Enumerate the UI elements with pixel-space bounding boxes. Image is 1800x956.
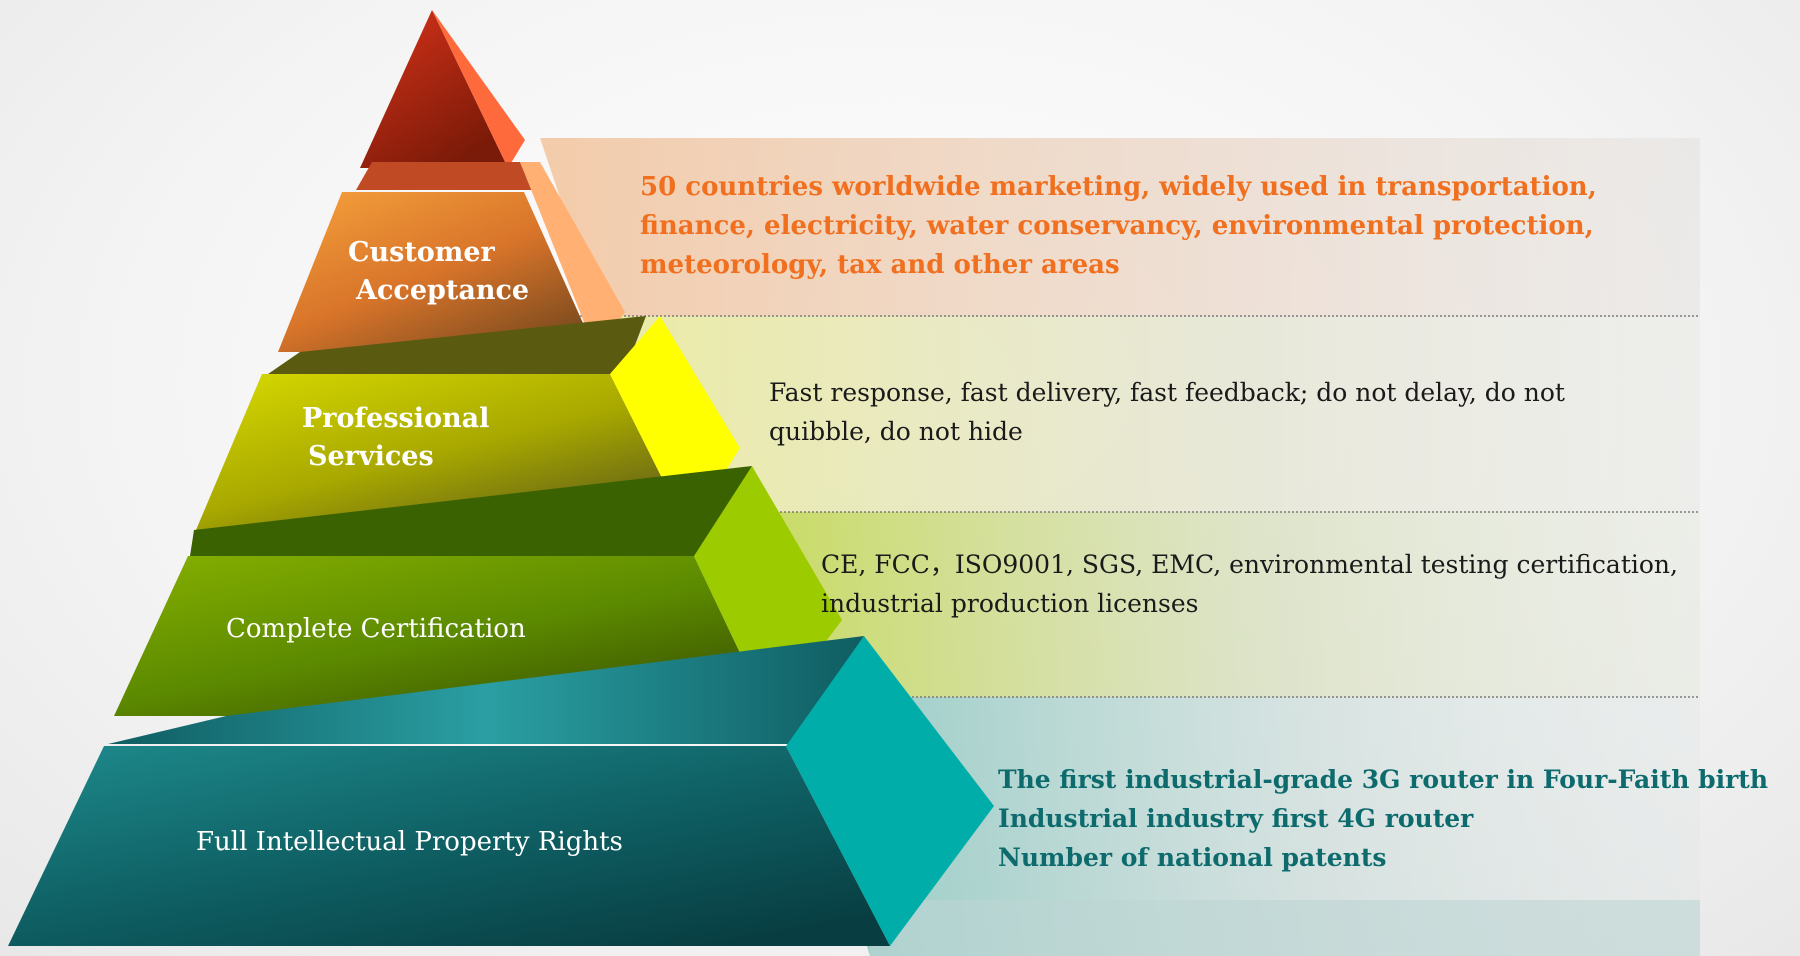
tier-customer-label-line2: Acceptance bbox=[356, 275, 530, 306]
bottom-right-band bbox=[870, 900, 1700, 956]
tier-ip-label-line1: Full Intellectual Property Rights bbox=[196, 827, 623, 857]
tier-customer-face bbox=[278, 192, 596, 352]
tier-customer-side bbox=[520, 162, 625, 352]
band-ip bbox=[790, 697, 1700, 956]
customer-description: 50 countries worldwide marketing, widely… bbox=[640, 168, 1597, 285]
tier-customer-label-line1: Customer bbox=[348, 237, 495, 268]
tier-certification-label: Complete Certification bbox=[226, 610, 526, 648]
tier-services-label: Professional Services bbox=[302, 400, 489, 476]
tier-customer-label: Customer Acceptance bbox=[348, 234, 529, 310]
ip-description-line: Number of national patents bbox=[998, 843, 1387, 872]
pyramid-cap-side bbox=[432, 10, 525, 168]
certification-description-line: industrial production licenses bbox=[821, 589, 1199, 618]
band-customer bbox=[540, 138, 1700, 316]
tier-ip-label: Full Intellectual Property Rights bbox=[196, 823, 623, 861]
tier-certification-ledge bbox=[190, 466, 752, 556]
services-description: Fast response, fast delivery, fast feedb… bbox=[769, 373, 1565, 451]
services-description-line: Fast response, fast delivery, fast feedb… bbox=[769, 378, 1565, 407]
certification-description: CE, FCC，ISO9001, SGS, EMC, environmental… bbox=[821, 545, 1678, 623]
band-services bbox=[600, 316, 1700, 512]
tier-services-label-line1: Professional bbox=[302, 403, 490, 434]
tier-ip-ledge bbox=[108, 636, 864, 744]
certification-description-line: CE, FCC，ISO9001, SGS, EMC, environmental… bbox=[821, 550, 1678, 579]
customer-description-line: finance, electricity, water conservancy,… bbox=[640, 211, 1594, 241]
tier-ip-face bbox=[8, 746, 890, 946]
ip-description-line: The first industrial-grade 3G router in … bbox=[998, 765, 1769, 794]
customer-description-line: meteorology, tax and other areas bbox=[640, 250, 1120, 280]
tier-services-ledge bbox=[268, 316, 646, 374]
tier-certification-label-line1: Complete Certification bbox=[226, 614, 526, 644]
pyramid-cap bbox=[360, 10, 508, 168]
services-description-line: quibble, do not hide bbox=[769, 417, 1023, 446]
tier-customer-ledge bbox=[356, 162, 532, 190]
tier-ip-side bbox=[786, 636, 994, 946]
ip-description-line: Industrial industry first 4G router bbox=[998, 804, 1474, 833]
tier-services-label-line2: Services bbox=[308, 441, 434, 472]
band-certification bbox=[700, 512, 1700, 697]
customer-description-line: 50 countries worldwide marketing, widely… bbox=[640, 172, 1597, 202]
ip-description: The first industrial-grade 3G router in … bbox=[998, 760, 1768, 877]
